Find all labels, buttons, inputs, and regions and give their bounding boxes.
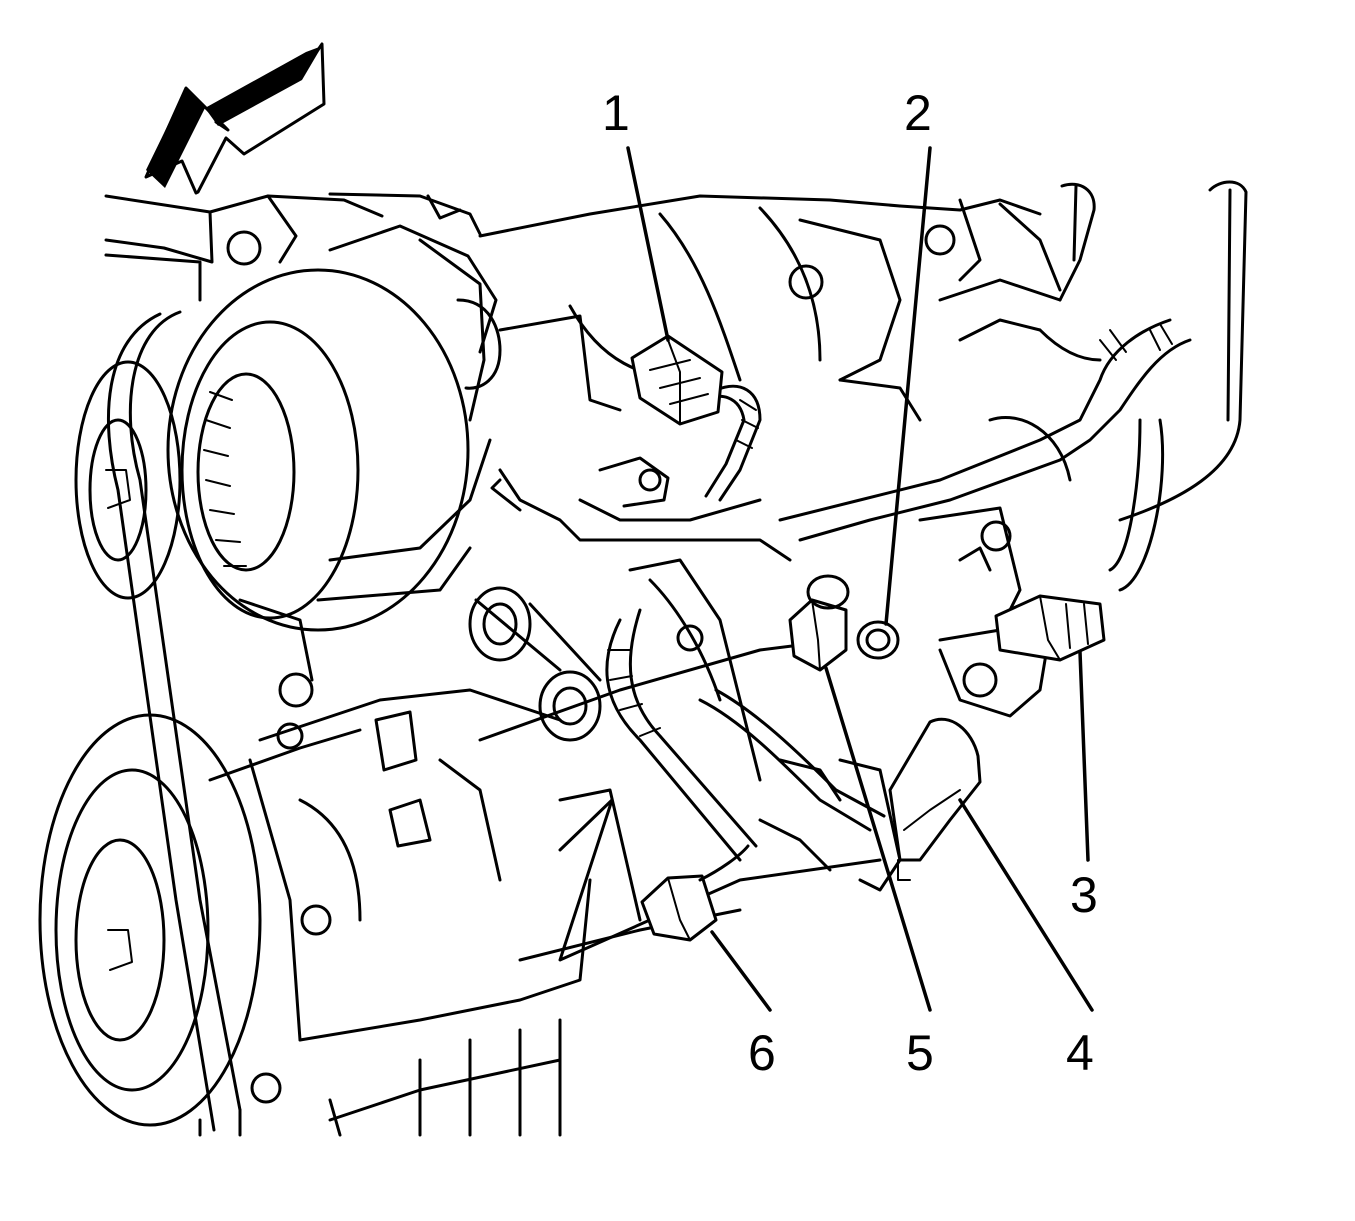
callout-5: 5 — [906, 1025, 934, 1081]
leader-6 — [710, 930, 772, 1012]
component-5-connector — [490, 468, 850, 672]
callout-4: 4 — [1066, 1025, 1094, 1081]
callout-6: 6 — [748, 1025, 776, 1081]
callout-1: 1 — [602, 85, 630, 141]
leader-4 — [958, 798, 1094, 1012]
leader-2 — [884, 146, 932, 626]
leader-1 — [626, 146, 670, 342]
forward-direction-arrow-icon — [144, 42, 326, 195]
callout-2: 2 — [904, 85, 932, 141]
component-6-connector — [640, 844, 750, 942]
callout-leaders — [626, 146, 1094, 1012]
component-4-sensor — [888, 717, 982, 881]
engine-assembly — [38, 192, 1072, 1137]
callout-labels: 1 2 3 4 5 6 — [602, 85, 1098, 1081]
callout-3: 3 — [1070, 867, 1098, 923]
leader-3 — [1078, 650, 1090, 862]
component-2-seal — [856, 620, 900, 660]
leader-5 — [824, 666, 932, 1012]
component-1-connector — [630, 334, 724, 426]
wiring-harness — [605, 180, 1248, 862]
component-3-connector — [994, 594, 1106, 662]
